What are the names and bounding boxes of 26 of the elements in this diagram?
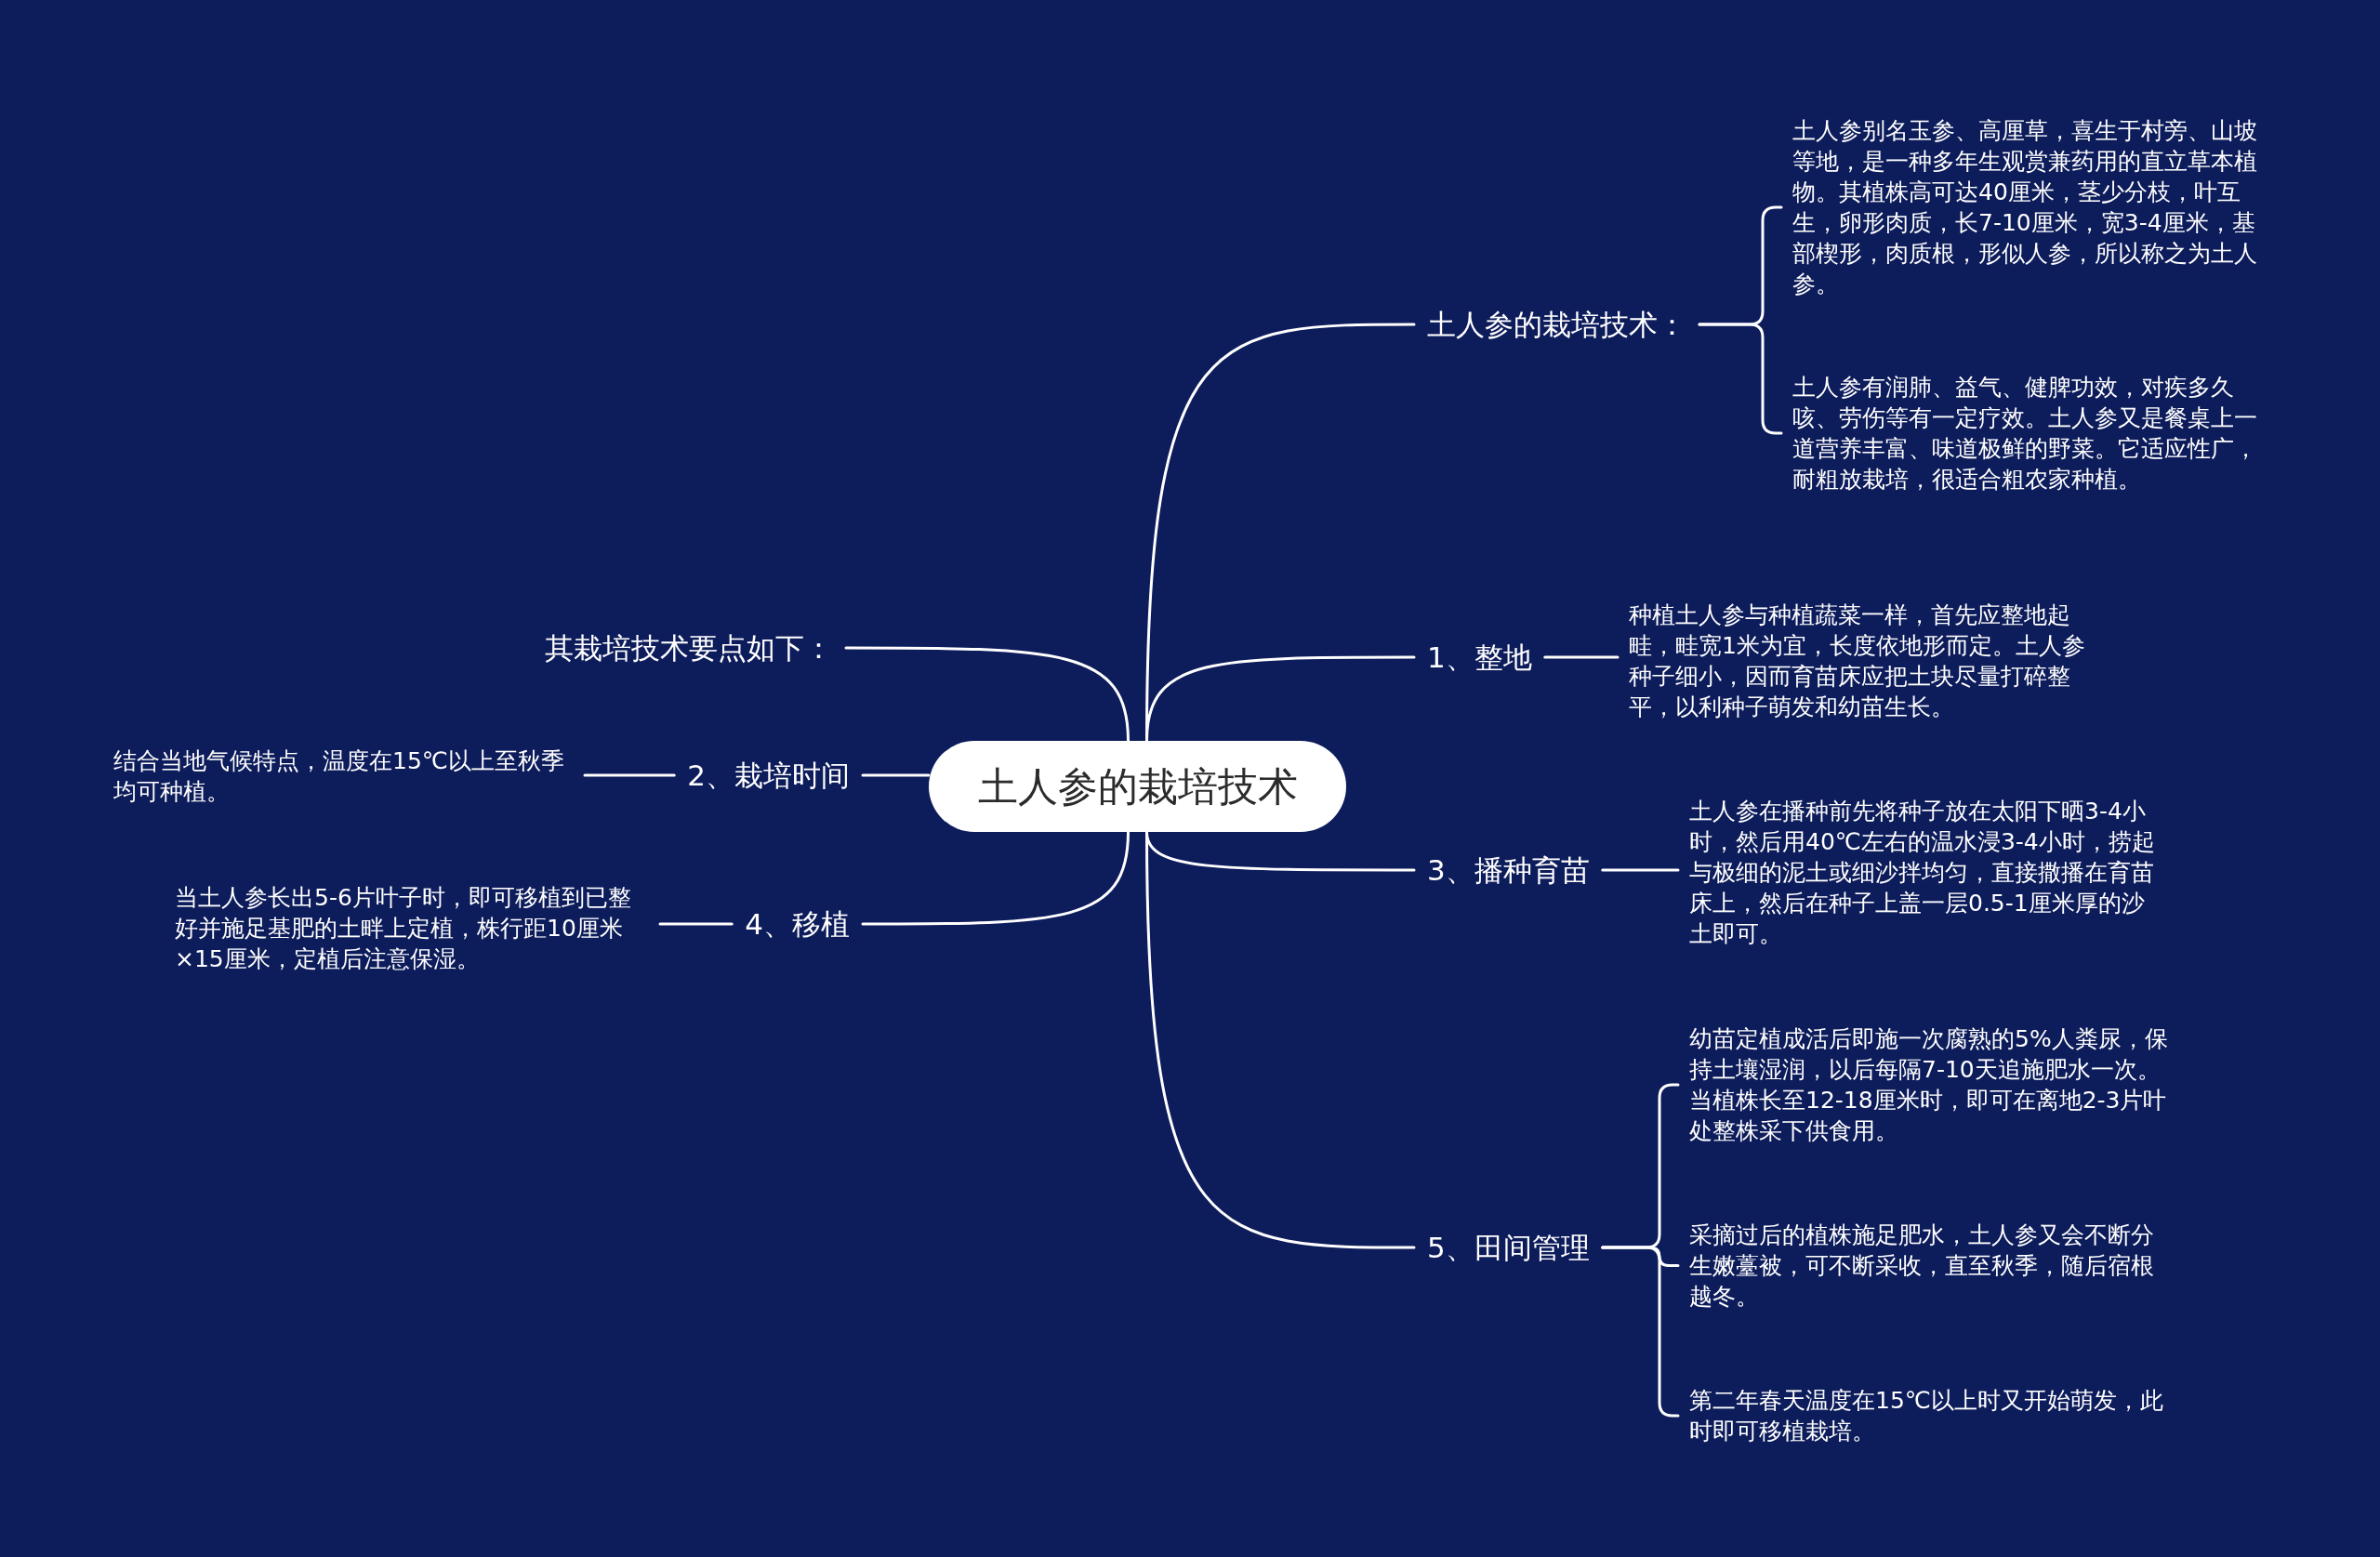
connector-curve: [844, 646, 1130, 743]
branch-label: 4、移植: [732, 904, 863, 944]
connector-curve: [861, 830, 1130, 926]
detail-text: 第二年春天温度在15℃以上时又开始萌发，此时即可移植栽培。: [1678, 1385, 2179, 1446]
connector-curve: [1145, 655, 1416, 743]
detail-text: 种植土人参与种植蔬菜一样，首先应整地起畦，畦宽1米为宜，长度依地形而定。土人参种子细小，因而育苗床应把土块尽量打碎整平，以利种子萌发和幼苗生长。: [1618, 600, 2114, 722]
connector-curve: [861, 773, 931, 777]
connector-curve: [1145, 830, 1416, 1249]
branch-label: 5、田间管理: [1414, 1227, 1603, 1268]
central-topic: 土人参的栽培技术: [929, 741, 1346, 832]
connector-line: [1601, 868, 1680, 872]
branch-label: 3、播种育苗: [1414, 850, 1603, 891]
connector-line: [1543, 655, 1620, 659]
branch-label: 土人参的栽培技术：: [1414, 304, 1699, 345]
detail-text: 结合当地气候特点，温度在15℃以上至秋季均可种植。: [102, 746, 585, 807]
branch-label: 其栽培技术要点如下：: [532, 627, 846, 668]
detail-text: 当土人参长出5-6片叶子时，即可移植到已整好并施足基肥的土畔上定植，株行距10厘米×15厘米，定植后注意保湿。: [164, 882, 660, 974]
branch-label: 1、整地: [1414, 637, 1545, 678]
detail-text: 土人参有润肺、益气、健脾功效，对疾多久咳、劳伤等有一定疗效。土人参又是餐桌上一道营养丰富、味道极鲜的野菜。它适应性广，耐粗放栽培，很适合粗农家种植。: [1781, 372, 2282, 495]
detail-text: 采摘过后的植株施足肥水，土人参又会不断分生嫩薹被，可不断采收，直至秋季，随后宿根越冬。: [1678, 1220, 2179, 1312]
detail-text: 土人参在播种前先将种子放在太阳下晒3-4小时，然后用40℃左右的温水浸3-4小时，捞起与极细的泥土或细沙拌均匀，直接撒播在育苗床上，然后在种子上盖一层0.5-1厘米厚的沙土即可。: [1678, 796, 2175, 949]
connector-line: [658, 922, 734, 926]
connector-line: [583, 773, 676, 777]
detail-text: 土人参别名玉参、高厘草，喜生于村旁、山坡等地，是一种多年生观赏兼药用的直立草本植物。其植株高可达40厘米，茎少分枝，叶互生，卵形肉质，长7-10厘米，宽3-4厘米，基部楔形，肉质根，形似人参，所以称之为土人参。: [1781, 115, 2282, 299]
detail-text: 幼苗定植成活后即施一次腐熟的5%人粪尿，保持土壤湿润，以后每隔7-10天追施肥水一次。当植株长至12-18厘米时，即可在离地2-3片叶处整株采下供食用。: [1678, 1023, 2179, 1146]
branch-label: 2、栽培时间: [674, 755, 863, 796]
